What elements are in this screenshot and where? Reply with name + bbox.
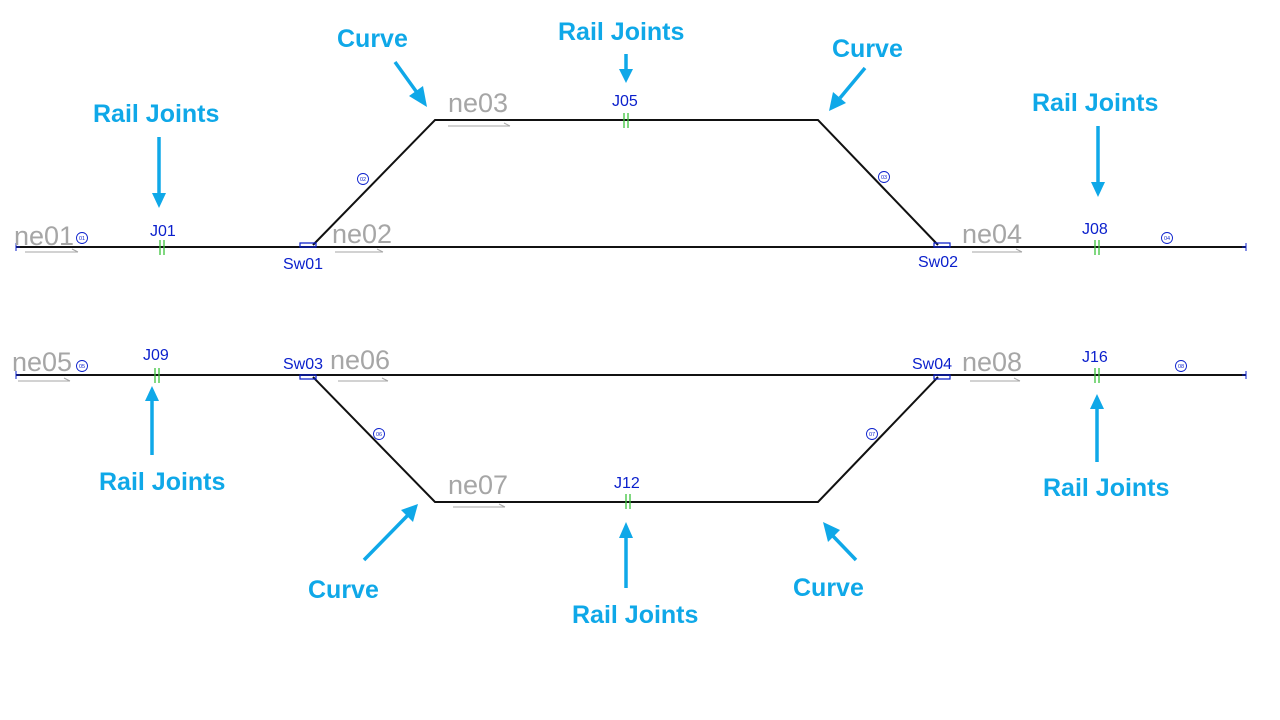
direction-arrow bbox=[18, 377, 71, 382]
callout-label: Curve bbox=[308, 576, 379, 604]
callout-label: Rail Joints bbox=[572, 601, 698, 629]
joint-label-j05: J05 bbox=[612, 93, 638, 110]
switch-label-sw03: Sw03 bbox=[283, 356, 323, 373]
segment-label-ne02: ne02 bbox=[332, 219, 392, 249]
upper-layout: 01 02 03 04 ne01 ne02 ne03 ne04 J01 J05 … bbox=[14, 88, 1247, 273]
svg-text:08: 08 bbox=[1178, 364, 1184, 370]
switch-label-sw01: Sw01 bbox=[283, 256, 323, 273]
svg-text:06: 06 bbox=[376, 432, 382, 438]
callout-curve-top-right: Curve bbox=[829, 35, 903, 111]
segment-label-ne06: ne06 bbox=[330, 345, 390, 375]
segment-label-ne07: ne07 bbox=[448, 470, 508, 500]
switch-marker bbox=[299, 242, 317, 248]
circle-tag-08: 08 bbox=[1175, 360, 1187, 372]
direction-arrow bbox=[970, 377, 1021, 382]
direction-arrow bbox=[972, 248, 1023, 253]
rail-joint-j05 bbox=[623, 113, 629, 128]
segment-label-ne01: ne01 bbox=[14, 221, 74, 251]
callout-rail-joints-j01: Rail Joints bbox=[93, 100, 219, 208]
switch-label-sw04: Sw04 bbox=[912, 356, 952, 373]
rail-joint-j16 bbox=[1094, 368, 1100, 383]
svg-text:01: 01 bbox=[79, 236, 85, 242]
circle-tag-02: 02 bbox=[357, 173, 369, 185]
callout-label: Curve bbox=[337, 25, 408, 53]
svg-text:07: 07 bbox=[869, 432, 875, 438]
callout-curve-top-left: Curve bbox=[337, 25, 427, 107]
svg-text:05: 05 bbox=[79, 364, 85, 370]
callout-rail-joints-j12: Rail Joints bbox=[572, 522, 698, 629]
svg-text:02: 02 bbox=[360, 177, 366, 183]
segment-label-ne03: ne03 bbox=[448, 88, 508, 118]
svg-text:03: 03 bbox=[881, 175, 887, 181]
switch-marker bbox=[933, 374, 951, 380]
track-end-cap bbox=[1242, 371, 1247, 379]
segment-label-ne08: ne08 bbox=[962, 347, 1022, 377]
rail-joint-j12 bbox=[625, 494, 631, 509]
callout-curve-bottom-right: Curve bbox=[793, 522, 864, 602]
rail-joint-j01 bbox=[159, 240, 165, 255]
direction-arrow bbox=[25, 248, 79, 253]
circle-tag-06: 06 bbox=[373, 428, 385, 440]
track-line-loop-upper bbox=[312, 119, 939, 246]
callout-rail-joints-j08: Rail Joints bbox=[1032, 89, 1158, 197]
segment-label-ne04: ne04 bbox=[962, 219, 1022, 249]
direction-arrow bbox=[338, 377, 389, 382]
joint-label-j12: J12 bbox=[614, 475, 640, 492]
callout-curve-bottom-left: Curve bbox=[308, 504, 418, 604]
track-end-cap bbox=[1242, 243, 1247, 251]
callout-label: Rail Joints bbox=[1043, 474, 1169, 502]
joint-label-j01: J01 bbox=[150, 223, 176, 240]
lower-layout: 05 06 07 08 ne05 ne06 ne07 ne08 J09 J12 … bbox=[12, 345, 1247, 509]
callout-rail-joints-j09: Rail Joints bbox=[99, 386, 225, 496]
direction-arrow bbox=[335, 248, 384, 253]
callout-label: Curve bbox=[832, 35, 903, 63]
direction-arrow bbox=[453, 503, 506, 508]
callout-rail-joints-j16: Rail Joints bbox=[1043, 394, 1169, 502]
circle-tag-01: 01 bbox=[76, 232, 88, 244]
joint-label-j16: J16 bbox=[1082, 349, 1108, 366]
joint-label-j08: J08 bbox=[1082, 221, 1108, 238]
rail-joint-j09 bbox=[154, 368, 160, 383]
callout-label: Rail Joints bbox=[1032, 89, 1158, 117]
track-end-cap bbox=[15, 371, 20, 379]
callout-label: Curve bbox=[793, 574, 864, 602]
callout-label: Rail Joints bbox=[99, 468, 225, 496]
circle-tag-07: 07 bbox=[866, 428, 878, 440]
switch-marker bbox=[299, 374, 317, 380]
callout-label: Rail Joints bbox=[558, 18, 684, 46]
circle-tag-04: 04 bbox=[1161, 232, 1173, 244]
joint-label-j09: J09 bbox=[143, 347, 169, 364]
track-end-cap bbox=[15, 243, 20, 251]
direction-arrow bbox=[448, 122, 511, 127]
callout-label: Rail Joints bbox=[93, 100, 219, 128]
svg-text:04: 04 bbox=[1164, 236, 1170, 242]
callout-rail-joints-j05: Rail Joints bbox=[558, 18, 684, 83]
segment-label-ne05: ne05 bbox=[12, 347, 72, 377]
circle-tag-03: 03 bbox=[878, 171, 890, 183]
switch-marker bbox=[933, 242, 951, 248]
switch-label-sw02: Sw02 bbox=[918, 254, 958, 271]
circle-tag-05: 05 bbox=[76, 360, 88, 372]
rail-joint-j08 bbox=[1094, 240, 1100, 255]
